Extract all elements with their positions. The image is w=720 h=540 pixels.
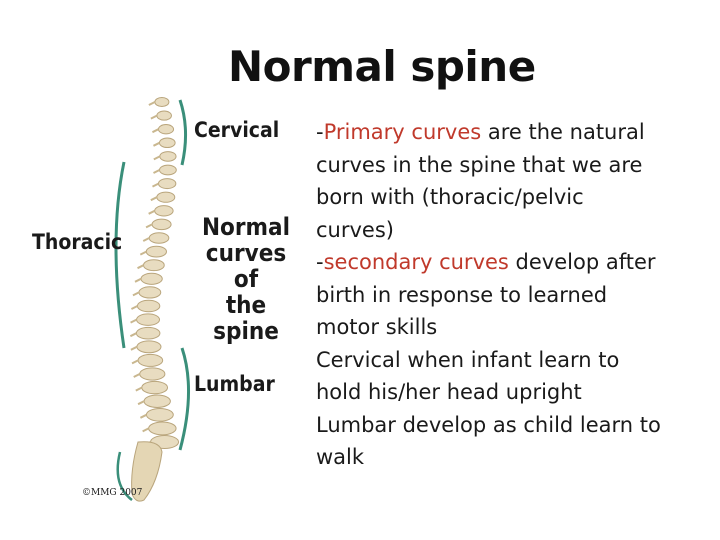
vertebral-column [129,97,180,449]
bullet-dash: - [316,120,324,144]
vertebra-process [139,413,147,419]
text-line: walk [316,445,365,469]
vertebra [157,124,175,135]
vertebra [159,151,177,162]
vertebra [148,421,177,436]
vertebra [143,259,165,272]
vertebra-process [148,101,156,106]
vertebra-process [150,114,158,120]
label-normal-curves: Normal curves of the spine [192,214,300,344]
vertebra-process [153,141,160,147]
vertebra-process [129,332,137,338]
vertebra [139,367,166,381]
vertebra [154,205,174,217]
sacral-curve-line [116,451,133,501]
vertebra [140,272,163,285]
vertebra-process [142,237,150,242]
vertebra-process [145,223,153,229]
label-thoracic: Thoracic [32,230,123,254]
vertebra-process [131,359,139,365]
text-line: born with (thoracic/pelvic [316,185,584,209]
vertebra-process [130,345,138,351]
text-line: Cervical when infant learn to [316,347,620,372]
text-line: Lumbar develop as child learn to [316,412,661,437]
vertebra-process [130,305,138,310]
bullet-dash: - [316,250,324,274]
spine-figure: Cervical Thoracic Normal curves of the s… [20,90,320,510]
vertebra [135,326,161,340]
text-line: hold his/her head upright [316,380,582,404]
vertebra-process [139,250,147,256]
vertebra [136,313,161,326]
text-line: birth in response to learned [316,282,608,307]
vertebra-process [134,277,142,283]
text-line: motor skills [316,315,438,339]
vertebra-process [152,182,159,188]
vertebra [151,218,172,231]
vertebra [145,245,167,258]
cervical-curve-line [178,99,188,166]
label-normal-line-2: curves of [205,239,287,293]
vertebra-process [151,128,159,134]
label-normal-line-1: Normal [201,213,291,241]
vertebra [154,97,170,107]
label-lumbar: Lumbar [194,372,275,396]
vertebra [158,164,177,176]
secondary-curves-highlight: secondary curves [323,250,509,274]
vertebra-process [148,209,156,215]
text-span: develop after [508,250,656,274]
vertebra [156,191,176,203]
vertebra [156,110,172,121]
thoracic-curve-line [114,161,126,349]
text-span: are the natural [481,120,645,144]
text-line: curves) [316,217,394,242]
vertebra-process [137,400,145,406]
vertebra-process [135,386,143,392]
vertebra-process [132,291,140,297]
vertebra [136,299,161,313]
label-cervical: Cervical [194,118,280,142]
vertebra [138,286,162,299]
vertebra [141,380,169,395]
vertebra [136,340,162,354]
copyright-text: ©MMG 2007 [82,488,143,498]
lumbar-curve-line [178,347,191,451]
text-line: curves in the spine that we are [316,152,643,177]
vertebra-process [137,264,144,270]
vertebra-process [153,169,160,174]
spine-illustration [114,97,191,502]
text-line: -Primary curves are the natural [316,116,708,149]
sacrum [131,441,163,502]
vertebra [158,137,176,149]
label-normal-line-3: the spine [213,291,279,345]
body-text: -Primary curves are the natural curves i… [316,116,708,474]
text-line: -secondary curves develop after [316,246,708,279]
vertebra-process [153,155,161,161]
primary-curves-highlight: Primary curves [323,120,482,144]
vertebra [137,353,164,367]
vertebra [157,178,177,190]
vertebra [145,407,174,422]
vertebra-process [130,318,138,324]
vertebra-process [150,196,158,202]
vertebra-process [133,373,141,378]
vertebra [148,232,170,244]
vertebra [143,394,171,408]
slide-title: Normal spine [228,42,536,91]
vertebra-process [142,427,150,433]
